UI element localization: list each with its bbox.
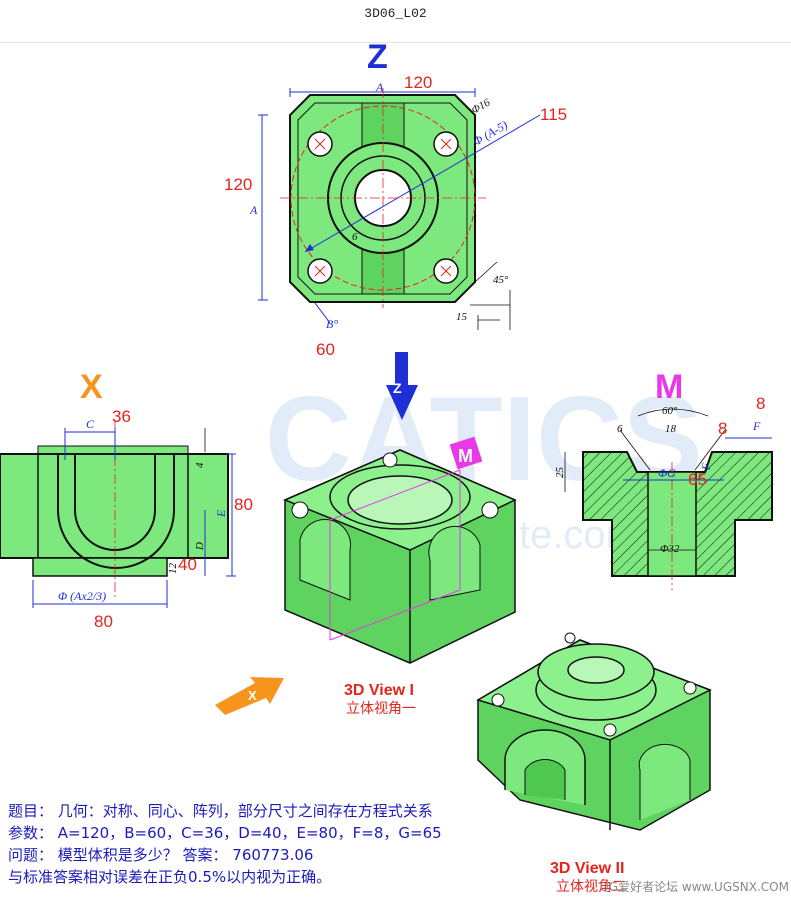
m-phi32: Φ32 [660, 543, 680, 555]
z-dim-diag: 115 [540, 105, 567, 124]
m-F-in: F [699, 462, 713, 471]
z-arrow [386, 352, 418, 420]
m-dim-f-outer: 8 [756, 394, 765, 413]
view1-title: 3D View I [344, 682, 414, 699]
m-phiG: ΦG [658, 466, 676, 480]
m-tag [449, 436, 483, 470]
x-dim-c: 36 [112, 407, 131, 426]
x-dim-phi: Φ (Ax2/3) [58, 589, 106, 603]
x-dim-12: 12 [167, 563, 179, 575]
x-arrow [215, 677, 284, 715]
divider [0, 42, 791, 43]
x-dim-d: 40 [178, 555, 197, 574]
view-m: M 60° 6 18 F F ΦG 25 Φ32 8 8 65 [554, 368, 773, 590]
x-dim-bottom: 80 [94, 612, 113, 631]
problem-line-4: 与标准答案相对误差在正负0.5%以内视为正确。 [8, 868, 332, 886]
view1-subtitle: 立体视角一 [346, 701, 416, 717]
page-title: 3D06_L02 [364, 6, 427, 21]
view-z-label: Z [367, 38, 388, 76]
z-fifteen: 15 [456, 311, 468, 323]
x-dim-D: D [194, 542, 206, 551]
m-dim-18: 18 [665, 423, 677, 435]
view-z: Z A A Φ16 Φ (A-5) 6 [224, 38, 567, 359]
problem-line-2: 参数： A=120，B=60，C=36，D=40，E=80，F=8，G=65 [8, 824, 442, 842]
view2-subtitle: 立体视角二 [556, 879, 626, 895]
iso-view-1: Z M X 3D View I 立体视角一 [215, 352, 517, 717]
z-phi16: Φ16 [470, 96, 493, 116]
m-dim-25: 25 [554, 467, 566, 479]
m-dim-6: 6 [617, 423, 623, 435]
z-dim-A-top: A [375, 80, 384, 94]
z-dim-bottom: 60 [316, 340, 335, 359]
z-dim-left: 120 [224, 175, 252, 194]
view-m-label: M [655, 368, 683, 406]
z-arrow-label: Z [393, 380, 402, 396]
problem-line-3: 问题： 模型体积是多少？ 答案： 760773.06 [8, 846, 314, 864]
view-x: X C E D 4 12 Φ (Ax2/3) 36 80 40 80 [0, 368, 253, 631]
z-angle45: 45° [493, 274, 509, 286]
x-dim-C: C [86, 417, 95, 431]
x-dim-e: 80 [234, 495, 253, 514]
z-Bdeg: B° [326, 317, 338, 331]
z-dim-top: 120 [404, 73, 432, 92]
view2-title: 3D View II [550, 860, 624, 877]
iso-view-2: 3D View II 立体视角二 UG爱好者论坛 www.UGSNX.COM [476, 632, 789, 895]
m-dim-f: 8 [718, 419, 727, 438]
x-dim-4: 4 [194, 462, 206, 468]
x-dim-E: E [214, 509, 228, 518]
m-tag-label: M [458, 446, 473, 466]
z-six: 6 [352, 231, 358, 243]
m-F-right: F [752, 419, 761, 433]
view-x-label: X [80, 368, 103, 406]
m-dim-g: 65 [688, 470, 707, 489]
problem-line-1: 题目： 几何：对称、同心、阵列，部分尺寸之间存在方程式关系 [8, 802, 433, 820]
m-angle60: 60° [662, 405, 678, 417]
site-watermark: UG爱好者论坛 www.UGSNX.COM [600, 880, 789, 894]
corner-holes [307, 131, 459, 284]
z-dim-A-left: A [249, 203, 258, 217]
x-arrow-label: X [248, 688, 257, 703]
